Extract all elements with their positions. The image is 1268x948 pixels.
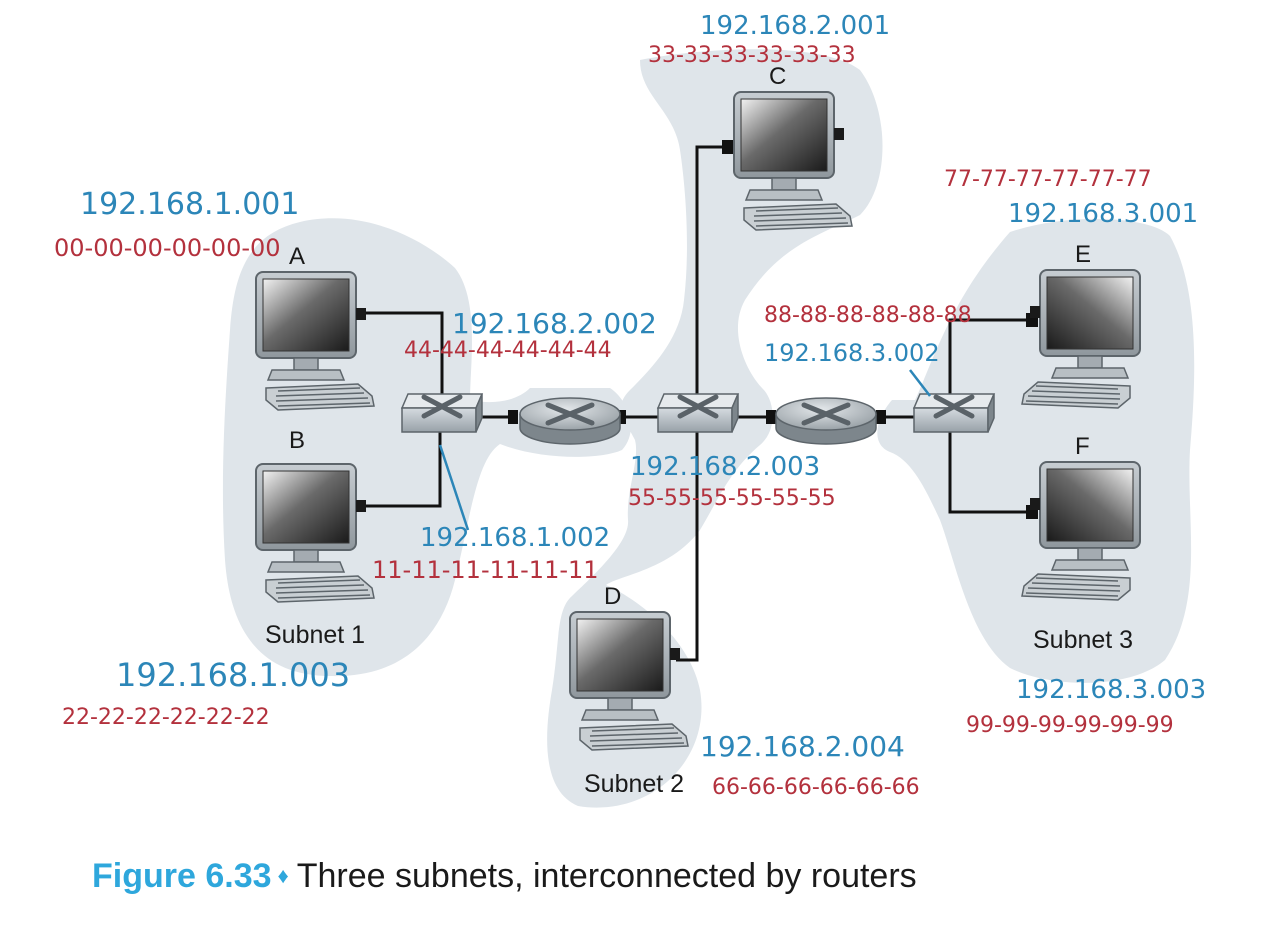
router-1-subnet-2-mac: 44-44-44-44-44-44 <box>404 338 612 363</box>
host-e-mac: 77-77-77-77-77-77 <box>944 167 1152 192</box>
router-1-subnet-2-ip: 192.168.2.002 <box>452 307 657 340</box>
network-cables <box>360 145 1032 662</box>
subnet-3-region <box>877 218 1195 683</box>
host-d-ip: 192.168.2.004 <box>700 730 905 763</box>
host-f-label: F <box>1075 433 1090 460</box>
subnet-3-label: Subnet 3 <box>1033 626 1133 654</box>
subnet-2-switch <box>658 394 738 432</box>
router-2-subnet-2-mac: 55-55-55-55-55-55 <box>628 486 836 511</box>
figure-caption: Figure 6.33♦ Three subnets, interconnecte… <box>92 857 917 896</box>
subnet-1-label: Subnet 1 <box>265 621 365 649</box>
host-c-ip: 192.168.2.001 <box>700 11 890 41</box>
router-1-subnet-1-ip: 192.168.1.002 <box>420 523 610 553</box>
host-d-mac: 66-66-66-66-66-66 <box>712 775 920 800</box>
caption-text: Three subnets, interconnected by routers <box>296 857 917 895</box>
host-e-label: E <box>1075 241 1091 268</box>
host-a-label: A <box>289 243 305 270</box>
router-2 <box>776 398 876 444</box>
host-c-label: C <box>769 63 786 90</box>
host-a-ip: 192.168.1.001 <box>80 187 299 222</box>
host-a-computer <box>255 271 375 411</box>
host-d-computer <box>569 611 689 751</box>
host-d-label: D <box>604 583 621 610</box>
caption-separator-icon: ♦ <box>277 863 289 888</box>
host-e-computer <box>1021 269 1141 409</box>
network-diagram: A B C D E F Subnet 1 Subnet 2 Subnet 3 1… <box>54 11 1206 808</box>
router-2-interface-pointer <box>909 369 931 397</box>
host-b-computer <box>255 463 375 603</box>
figure-number: Figure 6.33 <box>92 857 272 895</box>
host-c-computer <box>733 91 853 231</box>
router-2-subnet-3-mac: 88-88-88-88-88-88 <box>764 303 972 328</box>
host-f-computer <box>1021 461 1141 601</box>
host-b-label: B <box>289 427 305 454</box>
router-2-subnet-2-ip: 192.168.2.003 <box>630 452 820 482</box>
subnet-1-switch <box>402 394 482 432</box>
host-b-mac: 22-22-22-22-22-22 <box>62 705 270 730</box>
router-1-interface-pointer <box>438 444 470 531</box>
host-a-mac: 00-00-00-00-00-00 <box>54 234 281 262</box>
router-1-subnet-1-mac: 11-11-11-11-11-11 <box>372 556 599 584</box>
host-f-mac: 99-99-99-99-99-99 <box>966 713 1174 738</box>
host-f-ip: 192.168.3.003 <box>1016 675 1206 705</box>
host-b-ip: 192.168.1.003 <box>116 656 350 694</box>
subnet-3-switch <box>914 394 994 432</box>
host-c-mac: 33-33-33-33-33-33 <box>648 43 856 68</box>
host-e-ip: 192.168.3.001 <box>1008 199 1198 229</box>
router-2-subnet-3-ip: 192.168.3.002 <box>764 339 940 367</box>
router-1 <box>520 398 620 444</box>
subnet-2-label: Subnet 2 <box>584 770 684 798</box>
